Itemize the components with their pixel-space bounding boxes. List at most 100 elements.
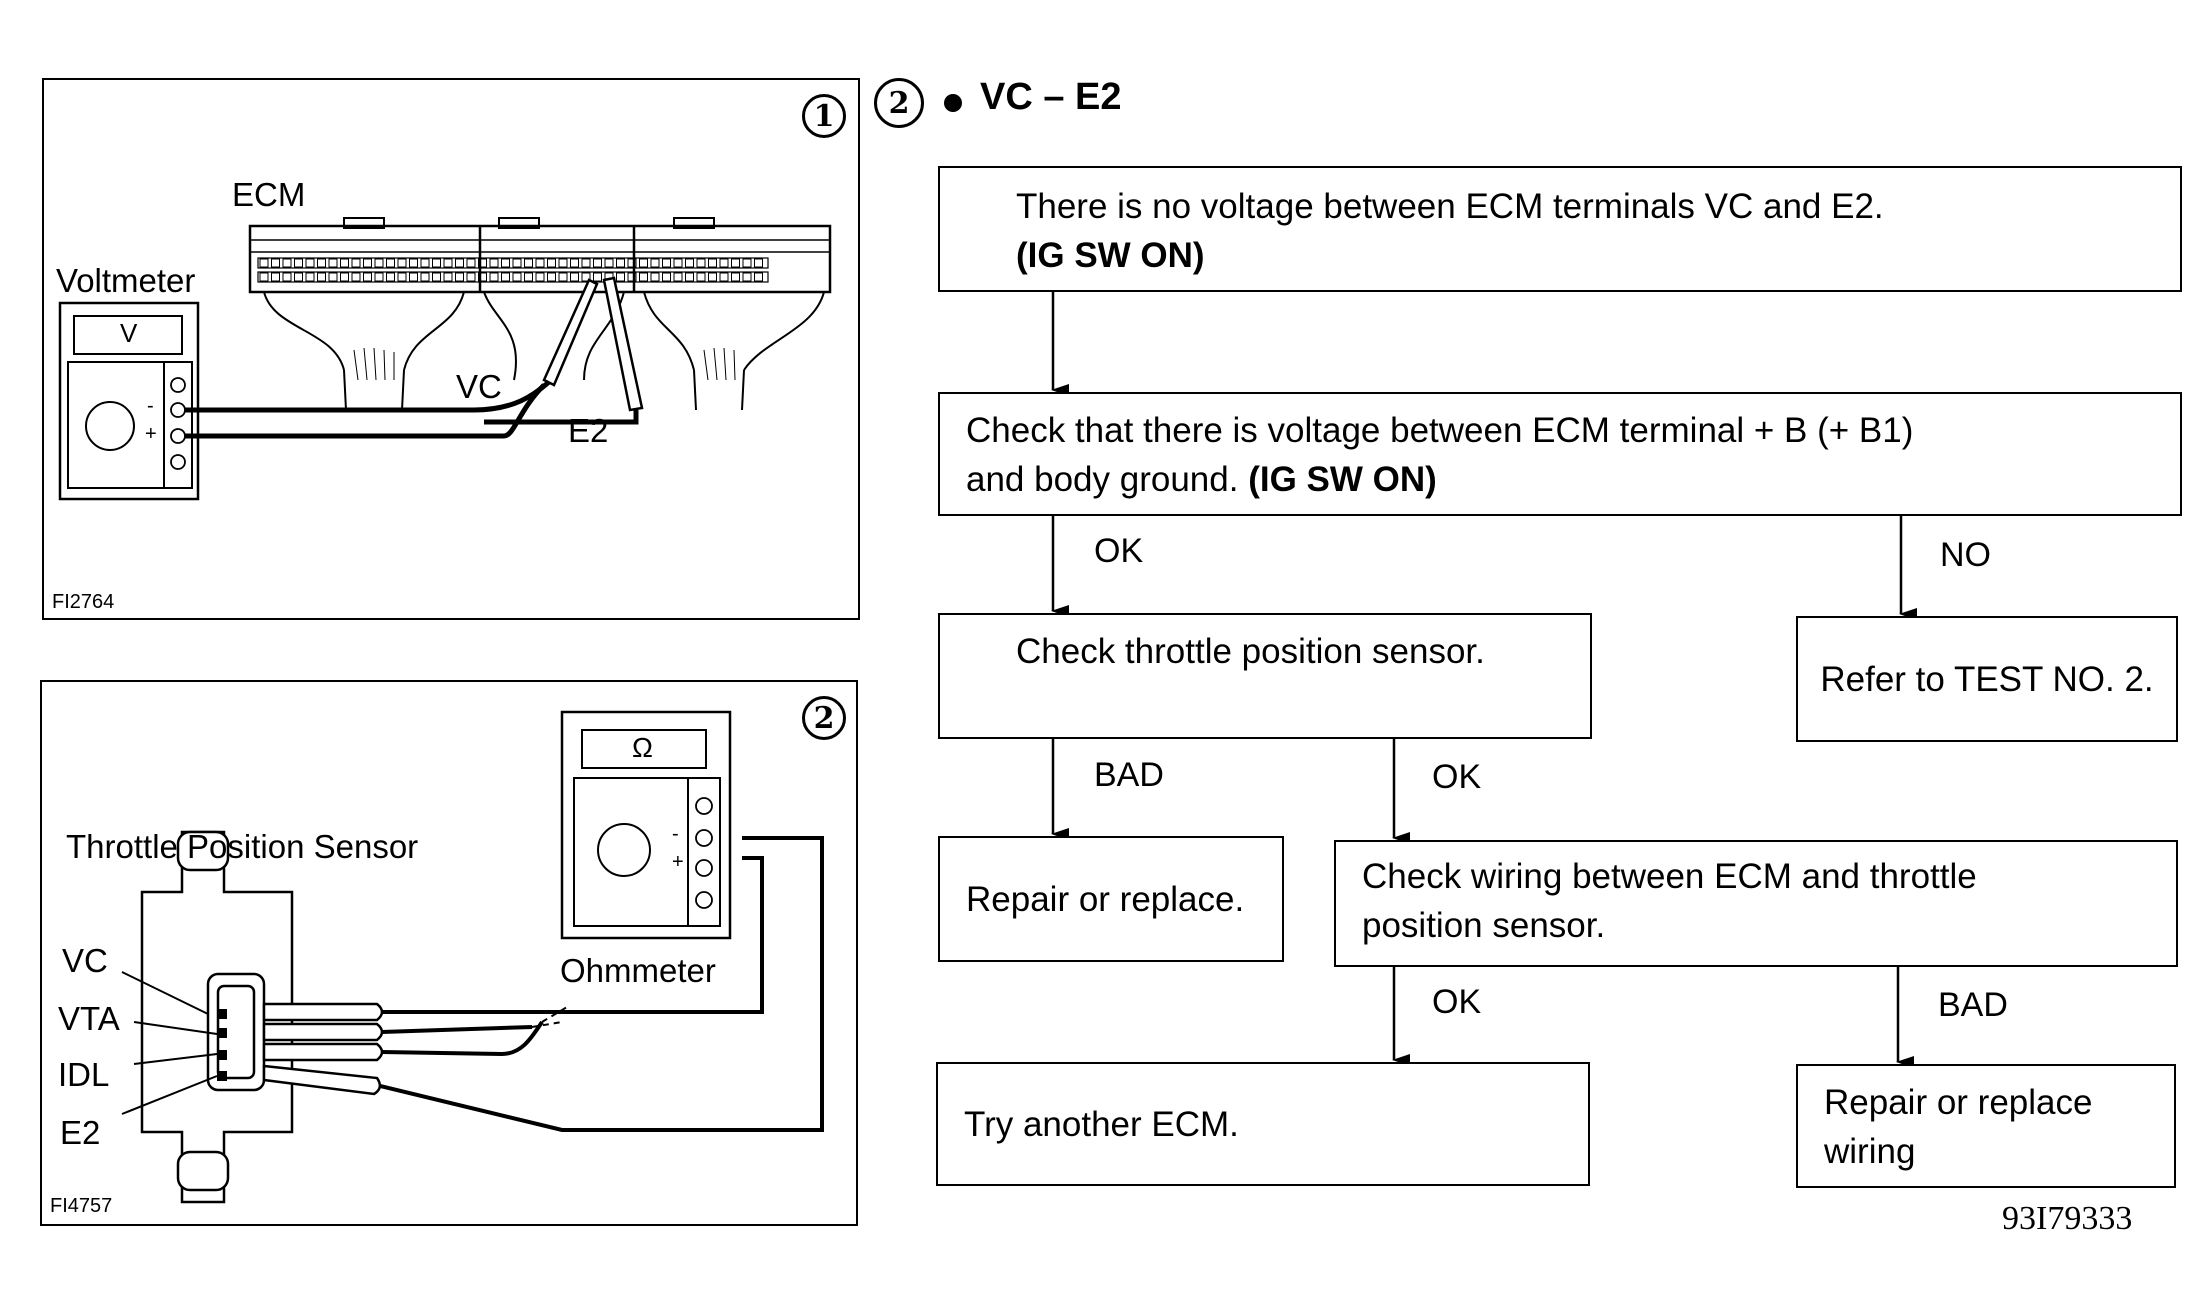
box-text: Repair or replace. — [966, 879, 1245, 919]
connector-pin — [466, 272, 476, 282]
connector-pin — [593, 258, 602, 268]
connector-pin — [501, 272, 510, 282]
connector-pin — [443, 258, 453, 268]
connector-pin — [489, 258, 499, 268]
box-text: and body ground. — [966, 460, 1239, 499]
connector-pin — [547, 258, 556, 268]
vc-probe-label: VC — [456, 368, 502, 405]
ecm-voltmeter-illustration — [58, 217, 832, 501]
connector-pin — [685, 272, 694, 282]
figure-code: FI2764 — [52, 591, 115, 613]
box-line: wiring — [1824, 1132, 1916, 1171]
connector-pin — [616, 272, 625, 282]
connector-pin — [455, 258, 464, 268]
connector-pin — [639, 258, 648, 268]
connector-pin — [570, 272, 579, 282]
branch-label-no: NO — [1940, 536, 1991, 574]
connector-pin — [374, 258, 384, 268]
connector-pin — [317, 258, 326, 268]
connector-pin — [397, 272, 407, 282]
connector-pin — [581, 272, 591, 282]
connector-pin — [627, 258, 637, 268]
box-line: Repair or replace — [1824, 1083, 2093, 1122]
ohmmeter-label: Ohmmeter — [560, 952, 716, 989]
terminal-label-vta: VTA — [58, 1000, 120, 1037]
connector-pin — [409, 272, 418, 282]
connector-pin — [271, 258, 280, 268]
connector-pin — [570, 258, 579, 268]
connector-pin — [639, 272, 648, 282]
flow-box-repair-wiring: Repair or replace wiring — [1796, 1064, 2176, 1188]
connector-pin — [512, 272, 522, 282]
ohmmeter-test-panel: 2 Throttle Position Sensor Ohmmeter Ω - … — [40, 680, 858, 1226]
step-number-badge: 2 — [874, 78, 924, 128]
connector-pin — [271, 272, 280, 282]
branch-label-bad: BAD — [1094, 756, 1164, 794]
minus-terminal-label: - — [147, 395, 154, 417]
connector-pin — [501, 258, 510, 268]
terminal-label-vc: VC — [62, 942, 108, 979]
box-line: Check that there is voltage between ECM … — [966, 411, 1914, 450]
connector-pin — [351, 272, 361, 282]
connector-pin — [443, 272, 453, 282]
connector-pin — [673, 258, 683, 268]
connector-pin — [524, 272, 533, 282]
connector-pin — [282, 258, 292, 268]
connector-pin — [593, 272, 602, 282]
connector-pin — [558, 272, 568, 282]
connector-pin — [420, 258, 430, 268]
branch-label-ok: OK — [1432, 758, 1482, 796]
voltmeter-display-unit: V — [120, 318, 138, 348]
connector-pin — [294, 258, 303, 268]
box-line: position sensor. — [1362, 906, 1606, 945]
connector-pin — [282, 272, 292, 282]
flow-box-check-wiring: Check wiring between ECM and throttle po… — [1334, 840, 2178, 967]
connector-pin — [535, 272, 545, 282]
connector-pin — [685, 258, 694, 268]
connector-pin — [478, 258, 487, 268]
connector-pin — [432, 258, 441, 268]
connector-pin — [478, 272, 487, 282]
connector-pin — [386, 258, 395, 268]
flow-box-try-ecm: Try another ECM. — [936, 1062, 1590, 1186]
connector-pin — [512, 258, 522, 268]
connector-pin — [524, 258, 533, 268]
connector-pin — [363, 258, 372, 268]
connector-pin — [558, 258, 568, 268]
connector-pin — [351, 258, 361, 268]
connector-pin — [731, 258, 740, 268]
connector-pin — [328, 272, 338, 282]
connector-pin — [397, 258, 407, 268]
connector-pin — [305, 272, 315, 282]
connector-pin — [386, 272, 395, 282]
connector-pin — [627, 272, 637, 282]
box-text: Try another ECM. — [964, 1104, 1239, 1144]
box-text: Refer to TEST NO. 2. — [1820, 659, 2154, 699]
plus-terminal-label: + — [145, 423, 157, 445]
connector-pin — [535, 258, 545, 268]
connector-pin — [742, 258, 752, 268]
branch-label-ok: OK — [1094, 532, 1144, 570]
connector-pin — [317, 272, 326, 282]
connector-pin — [363, 272, 372, 282]
connector-pin — [466, 258, 476, 268]
connector-pin — [662, 272, 671, 282]
flow-box-refer-test: Refer to TEST NO. 2. — [1796, 616, 2178, 742]
connector-pin — [374, 272, 384, 282]
connector-pin — [432, 272, 441, 282]
connector-pin — [547, 272, 556, 282]
connector-pin — [754, 258, 763, 268]
document-code: 93I79333 — [2002, 1200, 2133, 1237]
connector-pin — [294, 272, 303, 282]
connector-pin — [662, 258, 671, 268]
connector-pin — [742, 272, 752, 282]
connector-pin — [305, 258, 315, 268]
box-line: Check wiring between ECM and throttle — [1362, 857, 1977, 896]
connector-pin — [420, 272, 430, 282]
figure-code: FI4757 — [50, 1195, 113, 1217]
box-text-bold: (IG SW ON) — [1248, 460, 1437, 499]
connector-pin — [650, 258, 660, 268]
connector-pin — [719, 258, 729, 268]
connector-pin — [489, 272, 499, 282]
terminal-label-idl: IDL — [58, 1056, 110, 1093]
